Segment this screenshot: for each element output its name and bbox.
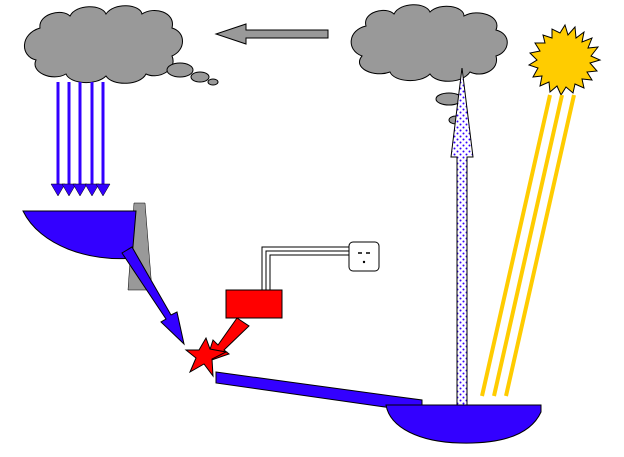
sea xyxy=(385,404,542,444)
rain-arrows xyxy=(50,82,111,197)
sun xyxy=(527,23,602,97)
evaporation-cloud xyxy=(350,4,508,125)
penstock-arrow xyxy=(121,246,185,346)
power-wires xyxy=(261,246,350,290)
evaporation-arrow xyxy=(450,67,474,406)
rain-cloud xyxy=(24,5,219,86)
turbine xyxy=(184,336,228,378)
power-outlet xyxy=(348,241,380,272)
wind-arrow xyxy=(214,23,329,45)
generator xyxy=(225,289,283,319)
sun-rays xyxy=(480,94,576,397)
reservoir xyxy=(22,210,137,260)
